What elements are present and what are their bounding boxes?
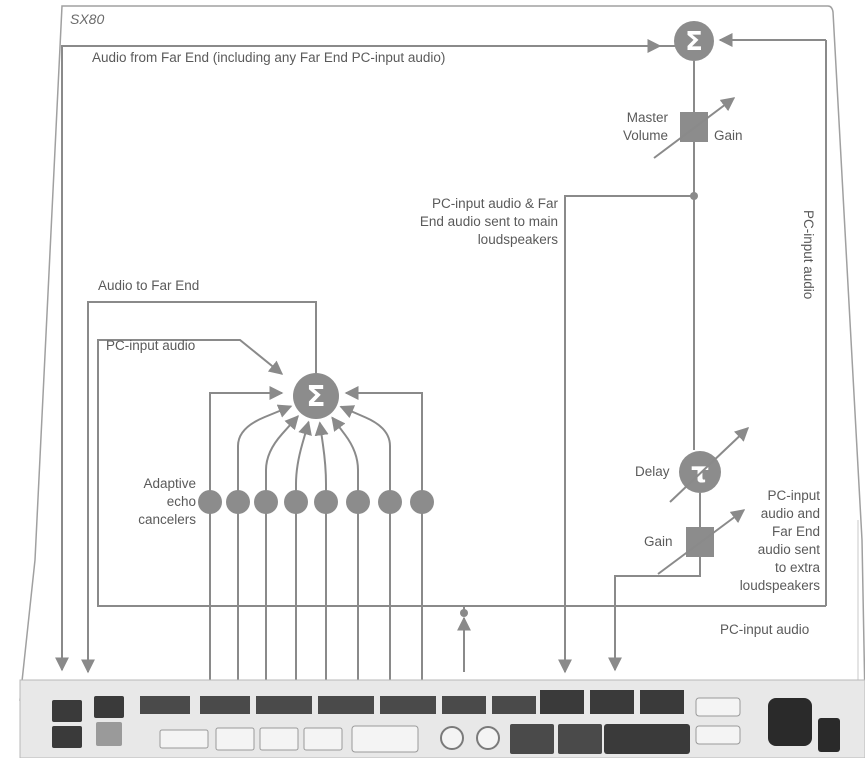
svg-text:Σ: Σ <box>306 380 325 413</box>
aec-input-wire <box>265 415 299 680</box>
echo-canceler-node <box>226 490 250 514</box>
pc-input-vertical-label: PC-input audio <box>801 210 816 299</box>
top-summing-node: Σ <box>674 21 714 61</box>
aec-input-wire <box>295 420 312 680</box>
ethernet-port-2[interactable] <box>52 726 82 748</box>
line-out-block-2[interactable] <box>590 690 634 714</box>
gain-top-label: Gain <box>714 128 743 143</box>
gpio-block[interactable] <box>140 696 190 714</box>
hdmi-out-2[interactable] <box>558 724 602 754</box>
ethernet-port-3[interactable] <box>94 696 124 718</box>
aec-label-1: Adaptive <box>143 476 196 491</box>
pc-input-loop-wire <box>97 339 826 607</box>
mic-block-3[interactable] <box>318 696 374 714</box>
echo-canceler-group <box>198 386 434 680</box>
extra-label-5: to extra <box>775 560 821 575</box>
echo-canceler-node <box>284 490 308 514</box>
line-out-block-1[interactable] <box>540 690 584 714</box>
mic-block-4[interactable] <box>380 696 436 714</box>
aec-input-wire <box>209 386 284 680</box>
extra-gain-arrow <box>657 509 746 575</box>
master-volume-label-2: Volume <box>623 128 668 143</box>
far-end-audio-label: Audio from Far End (including any Far En… <box>92 50 445 65</box>
aec-input-wire <box>314 421 329 680</box>
echo-canceler-node <box>254 490 278 514</box>
extra-label-1: PC-input <box>767 488 820 503</box>
dvi-out[interactable] <box>604 724 690 754</box>
line-out-block-3[interactable] <box>640 690 684 714</box>
audio-to-far-end-label: Audio to Far End <box>98 278 199 293</box>
aec-label-3: cancelers <box>138 512 196 527</box>
audio-to-far-end-wire <box>81 301 317 674</box>
extra-label-2: audio and <box>761 506 820 521</box>
rear-panel <box>19 679 865 758</box>
echo-canceler-node <box>378 490 402 514</box>
echo-canceler-node <box>410 490 434 514</box>
pc-input-left-label: PC-input audio <box>106 338 195 353</box>
aec-input-wire <box>237 404 293 680</box>
aec-input-wire <box>339 405 391 680</box>
dvi-in[interactable] <box>351 725 419 753</box>
com-port[interactable] <box>695 697 741 717</box>
main-speakers-label-3: loudspeakers <box>478 232 559 247</box>
extra-label-4: audio sent <box>758 542 821 557</box>
line-in-block-2[interactable] <box>492 696 536 714</box>
main-speakers-label-2: End audio sent to main <box>420 214 558 229</box>
hdmi-in-2[interactable] <box>259 727 299 751</box>
echo-canceler-node <box>198 490 222 514</box>
gain-bottom-label: Gain <box>644 534 673 549</box>
power-inlet[interactable] <box>768 698 812 746</box>
extra-label-3: Far End <box>772 524 820 539</box>
master-volume-label-1: Master <box>627 110 669 125</box>
power-switch[interactable] <box>818 718 840 752</box>
aec-label-2: echo <box>167 494 196 509</box>
device-outline <box>19 5 865 701</box>
line-in-block-1[interactable] <box>442 696 486 714</box>
hdmi-out-1[interactable] <box>510 724 554 754</box>
device-title: SX80 <box>70 11 104 27</box>
master-volume-gain-arrow <box>653 97 736 159</box>
ethernet-port-1[interactable] <box>52 700 82 722</box>
delay-adjust-arrow <box>669 427 750 503</box>
mic-block-2[interactable] <box>256 696 312 714</box>
delay-label: Delay <box>635 464 670 479</box>
svg-text:Σ: Σ <box>685 27 703 57</box>
hdmi-in-3[interactable] <box>303 727 343 751</box>
extra-speakers-wire <box>608 557 701 672</box>
main-speakers-label-1: PC-input audio & Far <box>432 196 559 211</box>
extra-label-6: loudspeakers <box>740 578 821 593</box>
bnc-c[interactable] <box>476 726 500 750</box>
echo-canceler-node <box>346 490 370 514</box>
mic-block-1[interactable] <box>200 696 250 714</box>
usb-ports[interactable] <box>96 722 122 746</box>
bnc-y[interactable] <box>440 726 464 750</box>
echo-canceler-node <box>314 490 338 514</box>
pc-input-bottom-label: PC-input audio <box>720 622 809 637</box>
aec-input-wire <box>344 386 423 680</box>
hdmi-in-1[interactable] <box>215 727 255 751</box>
camera-control-port[interactable] <box>695 725 741 745</box>
mix-summing-node: Σ <box>293 373 339 419</box>
main-speakers-wire <box>558 195 694 674</box>
sdi-port[interactable] <box>159 729 209 749</box>
aec-input-wire <box>331 416 359 680</box>
